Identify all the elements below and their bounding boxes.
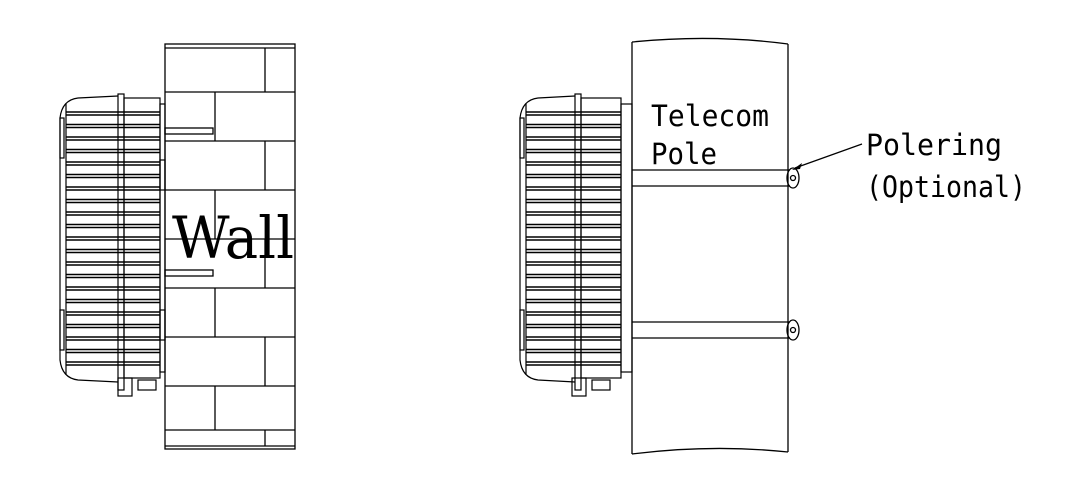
wall-label: Wall	[172, 204, 294, 272]
telecom-pole-label-line1: Telecom	[651, 99, 769, 133]
polering-label-line1: Polering	[866, 128, 1002, 162]
polering-lower	[632, 319, 800, 341]
polering-leader	[792, 143, 863, 170]
enclosure-wall	[59, 93, 166, 397]
pole-mount-figure: Telecom Pole Polering (Optional)	[519, 37, 1026, 455]
telecom-pole-label-line2: Pole	[651, 137, 717, 171]
wall-mount-figure: Wall	[59, 43, 296, 450]
brick-wall	[164, 43, 296, 450]
enclosure-pole	[519, 93, 633, 397]
polering-upper	[632, 167, 800, 189]
polering-label-line2: (Optional)	[866, 170, 1026, 204]
